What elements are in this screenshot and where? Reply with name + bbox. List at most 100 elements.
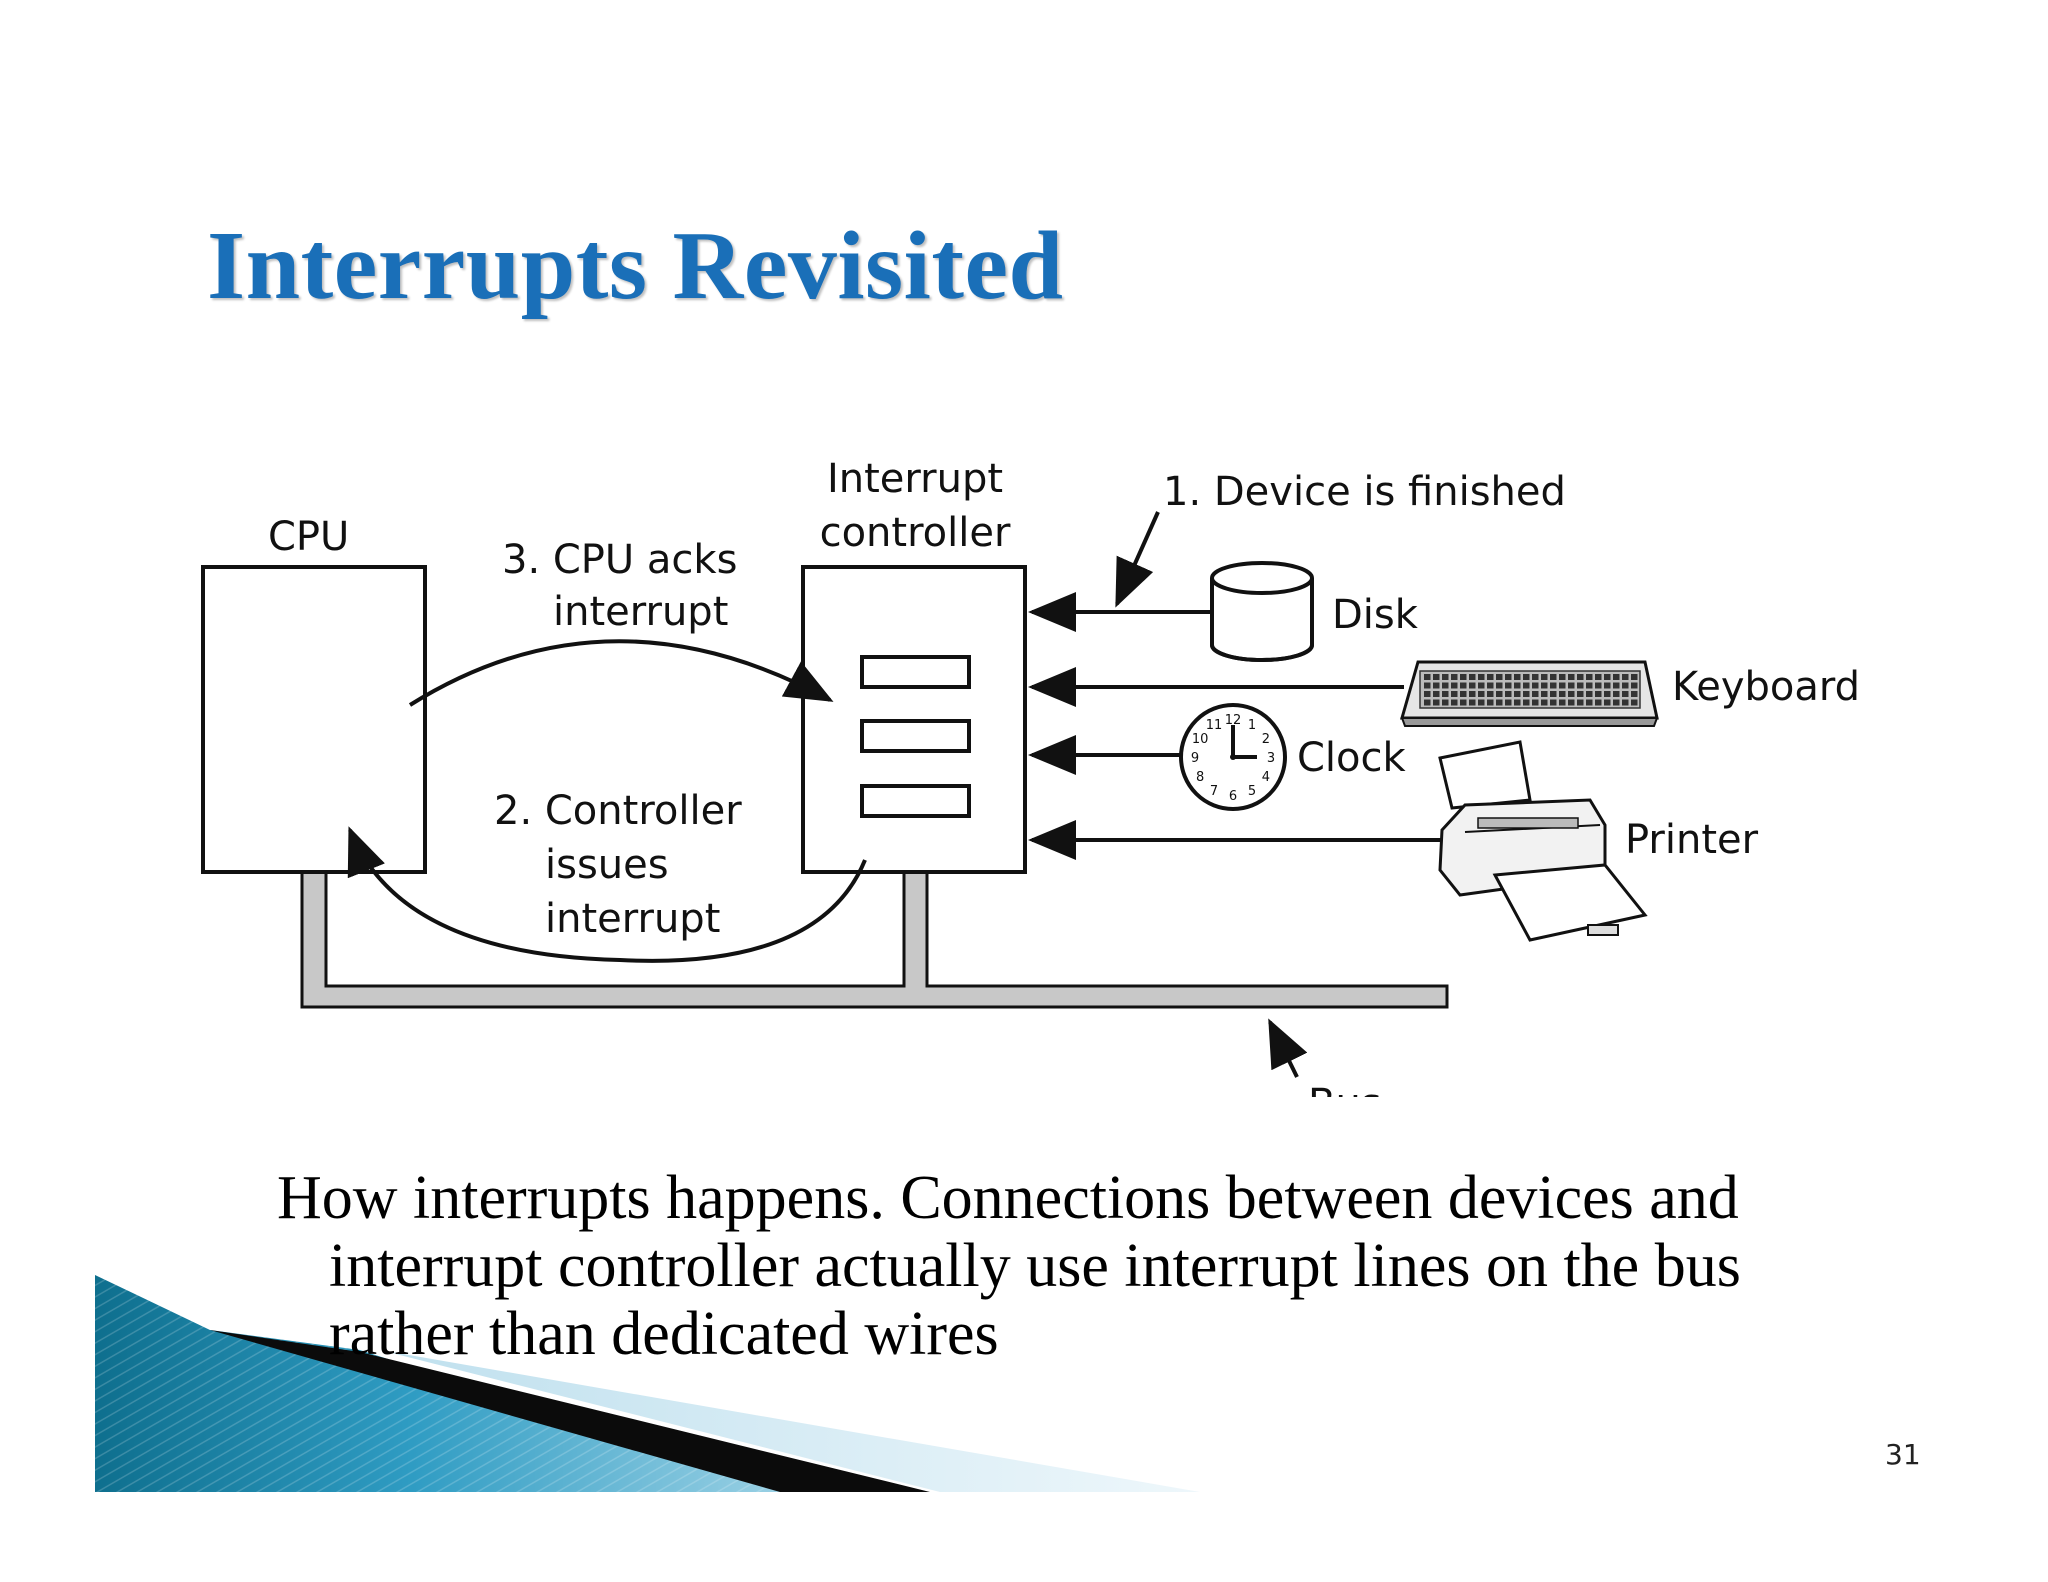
keyboard-key: [1469, 674, 1476, 680]
step3-line1: 3. CPU acks: [502, 537, 737, 583]
keyboard-key: [1586, 691, 1593, 697]
keyboard-key: [1622, 699, 1629, 706]
disk-label: Disk: [1332, 592, 1419, 638]
keyboard-key: [1478, 699, 1485, 706]
clock-number: 12: [1225, 713, 1242, 728]
keyboard-key: [1595, 682, 1602, 689]
clock-number: 9: [1191, 751, 1199, 766]
keyboard-key: [1559, 682, 1566, 689]
step2-line3: interrupt: [545, 896, 720, 942]
keyboard-key: [1451, 691, 1458, 697]
keyboard-key: [1550, 682, 1557, 689]
caption: How interrupts happens. Connections betw…: [277, 1164, 1741, 1368]
keyboard-key: [1514, 699, 1521, 706]
keyboard-key: [1424, 674, 1431, 680]
step1-label: 1. Device is finished: [1163, 469, 1566, 515]
clock-number: 4: [1262, 770, 1270, 785]
keyboard-key: [1487, 674, 1494, 680]
keyboard-key: [1568, 674, 1575, 680]
cpu-box: [201, 565, 427, 874]
keyboard-key: [1550, 699, 1557, 706]
keyboard-key: [1424, 691, 1431, 697]
keyboard-key: [1496, 699, 1503, 706]
clock-number: 5: [1248, 784, 1256, 799]
keyboard-icon: [1400, 660, 1659, 727]
keyboard-key: [1487, 691, 1494, 697]
keyboard-key: [1613, 691, 1620, 697]
keyboard-key: [1595, 674, 1602, 680]
keyboard-key: [1496, 682, 1503, 689]
keyboard-key: [1541, 699, 1548, 706]
keyboard-key: [1541, 682, 1548, 689]
clock-number: 6: [1229, 789, 1237, 804]
keyboard-key: [1586, 699, 1593, 706]
keyboard-key: [1460, 674, 1467, 680]
disk-icon: [1210, 561, 1314, 662]
keyboard-key: [1559, 691, 1566, 697]
printer-icon: [1438, 740, 1648, 942]
keyboard-key: [1595, 691, 1602, 697]
device-finished-arrow: [1115, 511, 1160, 608]
keyboard-key: [1496, 691, 1503, 697]
step2-line2: issues: [545, 842, 669, 888]
keyboard-key: [1478, 691, 1485, 697]
bus-arrow: [1268, 1018, 1308, 1078]
clock-label: Clock: [1297, 735, 1407, 781]
keyboard-key: [1433, 674, 1440, 680]
keyboard-key: [1460, 699, 1467, 706]
keyboard-key: [1541, 674, 1548, 680]
printer-label: Printer: [1625, 817, 1759, 863]
keyboard-key: [1568, 699, 1575, 706]
keyboard-key: [1577, 699, 1584, 706]
keyboard-key: [1433, 691, 1440, 697]
keyboard-key: [1532, 699, 1539, 706]
clock-number: 11: [1206, 718, 1223, 733]
keyboard-key: [1559, 699, 1566, 706]
keyboard-key: [1550, 691, 1557, 697]
keyboard-key: [1469, 691, 1476, 697]
controller-label-line2: controller: [820, 510, 1011, 556]
keyboard-key: [1460, 691, 1467, 697]
keyboard-key: [1514, 691, 1521, 697]
slide-title: Interrupts Revisited: [207, 212, 1064, 320]
keyboard-key: [1631, 699, 1638, 706]
controller-slot-1: [860, 655, 971, 689]
keyboard-label: Keyboard: [1672, 664, 1860, 710]
keyboard-key: [1496, 674, 1503, 680]
keyboard-key: [1424, 682, 1431, 689]
keyboard-key: [1595, 699, 1602, 706]
keyboard-key: [1532, 682, 1539, 689]
keyboard-key: [1541, 691, 1548, 697]
keyboard-key: [1532, 691, 1539, 697]
keyboard-key: [1577, 691, 1584, 697]
keyboard-key: [1451, 699, 1458, 706]
keyboard-key: [1577, 682, 1584, 689]
bus-label: Bus: [1308, 1081, 1382, 1127]
keyboard-key: [1424, 699, 1431, 706]
keyboard-key: [1442, 674, 1449, 680]
keyboard-key: [1604, 699, 1611, 706]
controller-issues-arrow: [347, 826, 867, 963]
keyboard-key: [1442, 691, 1449, 697]
keyboard-key: [1613, 674, 1620, 680]
keyboard-key: [1586, 674, 1593, 680]
keyboard-key: [1631, 682, 1638, 689]
keyboard-key: [1478, 682, 1485, 689]
keyboard-key: [1460, 682, 1467, 689]
keyboard-key: [1442, 699, 1449, 706]
keyboard-key: [1613, 699, 1620, 706]
keyboard-key: [1604, 674, 1611, 680]
clock-number: 1: [1248, 718, 1256, 733]
keyboard-key: [1433, 682, 1440, 689]
keyboard-key: [1433, 699, 1440, 706]
keyboard-key: [1577, 674, 1584, 680]
keyboard-key: [1604, 691, 1611, 697]
clock-number: 7: [1210, 784, 1218, 799]
keyboard-key: [1604, 682, 1611, 689]
controller-slot-3: [860, 784, 971, 818]
keyboard-key: [1586, 682, 1593, 689]
keyboard-key: [1613, 682, 1620, 689]
step3-line2: interrupt: [553, 589, 728, 635]
keyboard-key: [1469, 682, 1476, 689]
